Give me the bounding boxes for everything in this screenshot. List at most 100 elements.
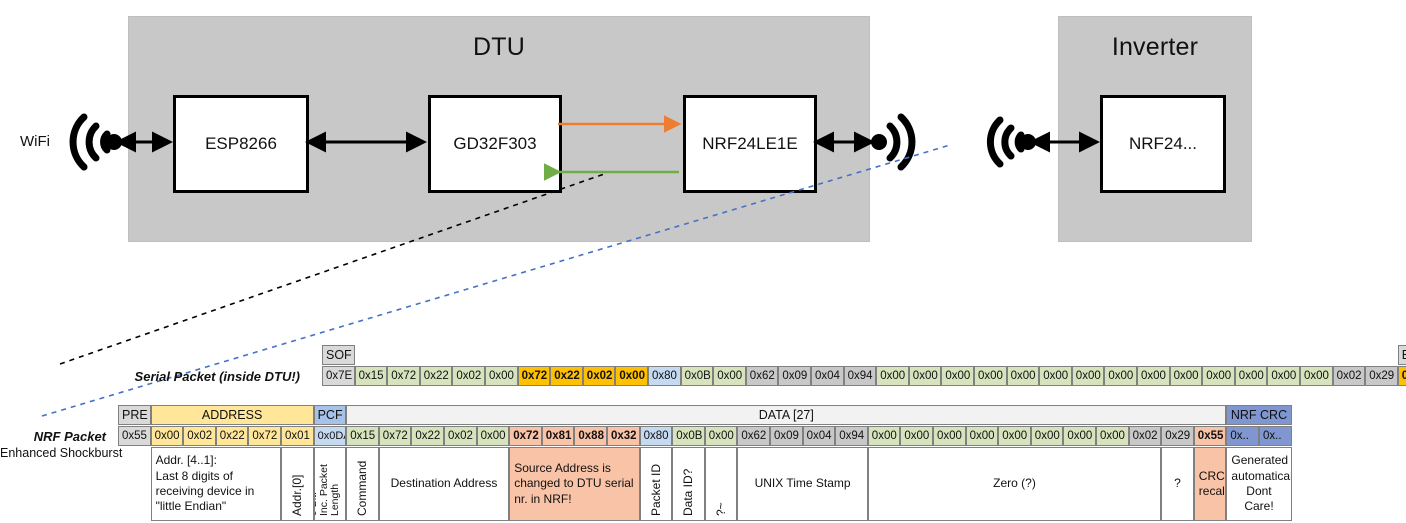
nrf-byte-2: 0x02 bbox=[183, 426, 216, 446]
serial-byte-0: 0x7E bbox=[322, 366, 355, 386]
nrf-packet-label: NRF Packet bbox=[33, 429, 106, 444]
wifi-antenna-icon bbox=[69, 113, 111, 171]
serial-byte-29: 0x00 bbox=[1267, 366, 1300, 386]
inverter-title: Inverter bbox=[1111, 33, 1199, 61]
nrf-byte-13: 0x81 bbox=[541, 426, 575, 446]
serial-byte-13: 0x62 bbox=[745, 366, 779, 386]
nrf-desc-source-address-is-changed-to: Source Address is changed to DTU serial … bbox=[509, 447, 640, 521]
serial-byte-9: 0x00 bbox=[615, 366, 648, 386]
nrf-byte-7: 0x15 bbox=[346, 426, 379, 446]
nrf-byte-22: 0x94 bbox=[835, 426, 868, 446]
chip-nrf24le1e: NRF24LE1E bbox=[683, 95, 817, 193]
serial-byte-27: 0x00 bbox=[1202, 366, 1235, 386]
nrf-byte-9: 0x22 bbox=[411, 426, 444, 446]
nrf-byte-1: 0x00 bbox=[150, 426, 184, 446]
serial-byte-30: 0x00 bbox=[1300, 366, 1333, 386]
nrf-desc-crc8-recalc-text: CRC8 recalc.! bbox=[1198, 468, 1226, 498]
serial-byte-16: 0x94 bbox=[843, 366, 877, 386]
serial-byte-12: 0x00 bbox=[713, 366, 746, 386]
nrf-byte-18: 0x00 bbox=[704, 426, 738, 446]
wifi-label: WiFi bbox=[20, 133, 50, 150]
nrf-desc-source-address-is-changed-to-text: Source Address is changed to DTU serial … bbox=[514, 460, 634, 506]
serial-byte-33: 0x4E bbox=[1397, 366, 1406, 386]
nrf-byte-12: 0x72 bbox=[509, 426, 542, 446]
serial-byte-14: 0x09 bbox=[778, 366, 811, 386]
nrf-desc-data-id: Data ID? bbox=[672, 447, 705, 521]
nrf-byte-20: 0x09 bbox=[770, 426, 803, 446]
nrf-desc-unix-time-stamp: UNIX Time Stamp bbox=[737, 447, 868, 521]
serial-byte-28: 0x00 bbox=[1234, 366, 1268, 386]
nrf-desc-generated-automatically-dont-text: Generated automatically. Dont Care! bbox=[1231, 453, 1291, 514]
serial-byte-25: 0x00 bbox=[1137, 366, 1170, 386]
nrf-packet-sublabel: Enhanced Shockburst bbox=[0, 446, 123, 460]
nrf-desc-command-text: Command bbox=[355, 460, 370, 516]
chip-gd32f303-label: GD32F303 bbox=[453, 134, 537, 153]
nrf-byte-24: 0x00 bbox=[900, 426, 933, 446]
serial-byte-10: 0x80 bbox=[648, 366, 681, 386]
inverter-antenna-icon bbox=[986, 116, 1025, 168]
chip-esp8266-label: ESP8266 bbox=[205, 134, 277, 153]
nrf-desc-packet-id: Packet ID bbox=[639, 447, 673, 521]
serial-byte-3: 0x22 bbox=[419, 366, 453, 386]
nrf-desc-9-bit-inc-packet-length-line-2: Length bbox=[328, 483, 341, 516]
nrf-byte-34: 0x.. bbox=[1226, 426, 1259, 446]
nrf-byte-25: 0x00 bbox=[933, 426, 966, 446]
nrf-desc-command: Command bbox=[346, 447, 379, 521]
nrf-desc-crc8-recalc: CRC8 recalc.! bbox=[1193, 447, 1227, 521]
nrf-desc-zero: Zero (?) bbox=[867, 447, 1162, 521]
nrf-byte-32: 0x29 bbox=[1161, 426, 1194, 446]
nrf-byte-4: 0x72 bbox=[248, 426, 281, 446]
nrf-desc-9-bit-inc-packet-length-line-1: Inc. Packet bbox=[317, 464, 330, 516]
nrf-header-nrf-crc: NRF CRC bbox=[1226, 405, 1292, 425]
nrf-desc-destination-address: Destination Address bbox=[378, 447, 510, 521]
nrf-desc-zero-text: Zero (?) bbox=[993, 476, 1036, 491]
serial-byte-5: 0x00 bbox=[485, 366, 518, 386]
serial-byte-18: 0x00 bbox=[908, 366, 942, 386]
serial-byte-2: 0x72 bbox=[387, 366, 420, 386]
nrf-desc--text: ? bbox=[1174, 476, 1181, 491]
nrf-desc-addr-4-1-last-8-digits-of-re: Addr. [4..1]: Last 8 digits of receiving… bbox=[150, 447, 281, 521]
nrf-byte-19: 0x62 bbox=[737, 426, 770, 446]
nrf-byte-21: 0x04 bbox=[802, 426, 836, 446]
serial-packet-label: Serial Packet (inside DTU!) bbox=[134, 369, 300, 384]
wifi-dot-icon bbox=[106, 134, 122, 150]
nrf-byte-14: 0x88 bbox=[574, 426, 607, 446]
nrf-desc-destination-address-text: Destination Address bbox=[390, 476, 498, 491]
nrf-byte-5: 0x01 bbox=[281, 426, 314, 446]
nrf-desc-packet-id-text: Packet ID bbox=[648, 463, 663, 516]
chip-nrf24: NRF24... bbox=[1100, 95, 1226, 193]
nrf-header-data-27-: DATA [27] bbox=[346, 405, 1227, 425]
chip-esp8266: ESP8266 bbox=[173, 95, 309, 193]
nrf-byte-10: 0x02 bbox=[444, 426, 477, 446]
chip-nrf24-label: NRF24... bbox=[1128, 134, 1198, 153]
serial-byte-23: 0x00 bbox=[1071, 366, 1105, 386]
serial-byte-24: 0x00 bbox=[1104, 366, 1137, 386]
nrf-byte-27: 0x00 bbox=[998, 426, 1031, 446]
nrf-desc-: ?~ bbox=[704, 447, 738, 521]
nrf-desc-generated-automatically-dont: Generated automatically. Dont Care! bbox=[1226, 447, 1292, 521]
chip-nrf24le1e-label: NRF24LE1E bbox=[702, 134, 798, 153]
chip-gd32f303: GD32F303 bbox=[428, 95, 562, 193]
nrf-byte-17: 0x0B bbox=[672, 426, 705, 446]
serial-byte-31: 0x02 bbox=[1332, 366, 1366, 386]
nrf-byte-6: 0x0DA bbox=[313, 426, 347, 446]
inverter-radio-dot-icon bbox=[1020, 134, 1036, 150]
serial-byte-19: 0x00 bbox=[941, 366, 974, 386]
serial-byte-8: 0x02 bbox=[582, 366, 616, 386]
serial-byte-32: 0x29 bbox=[1365, 366, 1398, 386]
dtu-radio-antenna-icon bbox=[886, 113, 916, 171]
serial-byte-7: 0x22 bbox=[550, 366, 583, 386]
dtu-title: DTU bbox=[473, 33, 525, 61]
nrf-desc-: ? bbox=[1161, 447, 1194, 521]
nrf-header-address: ADDRESS bbox=[150, 405, 314, 425]
nrf-byte-23: 0x00 bbox=[867, 426, 901, 446]
nrf-byte-35: 0x.. bbox=[1259, 426, 1292, 446]
serial-byte-21: 0x00 bbox=[1006, 366, 1040, 386]
nrf-desc-addr-4-1-last-8-digits-of-re-text: Addr. [4..1]: Last 8 digits of receiving… bbox=[155, 453, 255, 514]
nrf-byte-30: 0x00 bbox=[1096, 426, 1129, 446]
serial-byte-22: 0x00 bbox=[1039, 366, 1072, 386]
serial-byte-17: 0x00 bbox=[876, 366, 909, 386]
serial-byte-11: 0x0B bbox=[680, 366, 714, 386]
serial-header-0: SOF bbox=[322, 345, 355, 365]
